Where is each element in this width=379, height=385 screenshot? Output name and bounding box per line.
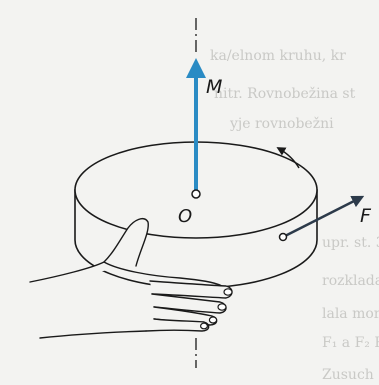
background-text-line: Zusuch smerom k po — [322, 367, 379, 383]
background-text-line: upr. st. 3. Podobne ako sil — [322, 235, 379, 251]
background-text-line: ka/elnom kruhu, kr — [210, 48, 346, 64]
force-label: F — [360, 205, 372, 227]
fingernails — [200, 288, 233, 330]
center-label: O — [178, 206, 192, 227]
curved-arrow-icon — [276, 147, 300, 169]
force-vector — [282, 195, 365, 239]
moment-label: M — [206, 76, 222, 98]
background-text-line: F₁ a F₂ Rozlozlch A — [322, 335, 379, 351]
background-text-line: yje rovnobežni — [229, 116, 334, 132]
background-text-line: nitr. Rovnobežina st — [214, 86, 356, 102]
background-text-line: rozkladať vektorové zlo — [322, 273, 379, 289]
force-application-point — [278, 232, 288, 242]
center-point — [191, 189, 201, 199]
hand-icon — [29, 218, 233, 339]
background-text: ka/elnom kruhu, kr nitr. Rovnobežina st … — [210, 48, 379, 383]
background-text-line: lala momentu — [322, 306, 379, 322]
